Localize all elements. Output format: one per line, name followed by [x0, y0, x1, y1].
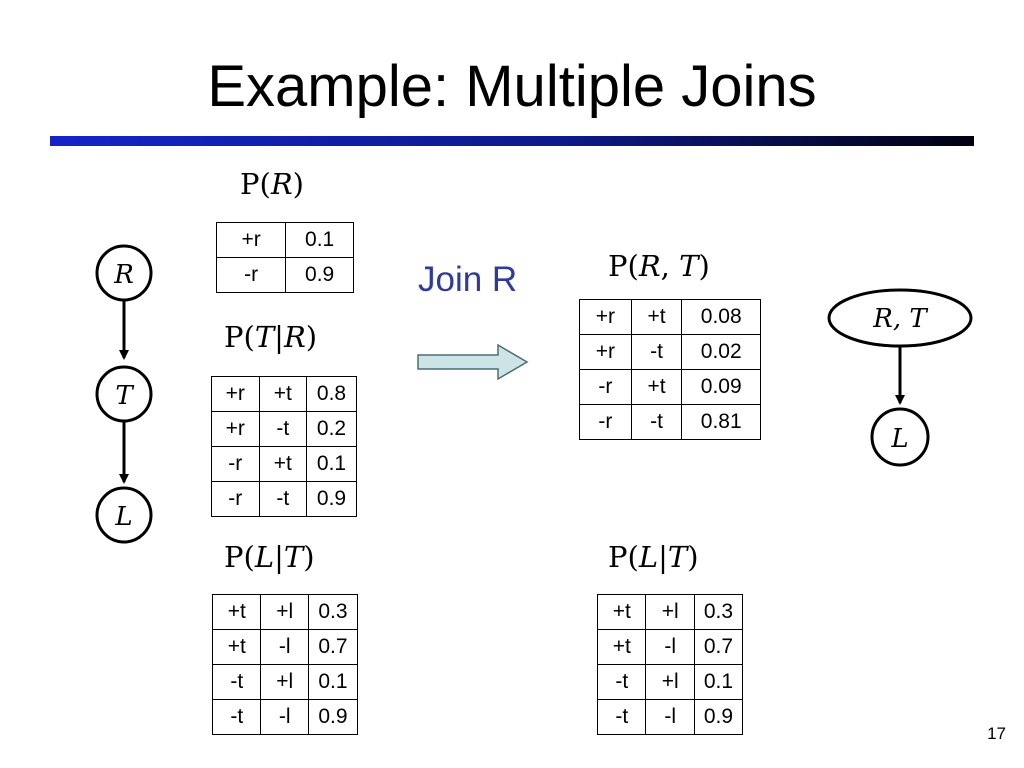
table-cell: -l [645, 629, 695, 665]
right-bayes-net: R, T L [827, 288, 973, 467]
page-number: 17 [987, 724, 1006, 743]
table-cell: -t [211, 664, 262, 700]
table-cell: -t [258, 411, 308, 447]
node-t-label: T [115, 381, 134, 411]
table-cell: 0.8 [306, 376, 357, 412]
table-cell: +t [630, 369, 683, 405]
table-cell: +r [211, 411, 260, 447]
node-r-label: R [113, 260, 134, 290]
table-cell: +t [630, 299, 683, 335]
table-cell: 0.2 [306, 411, 357, 447]
table-cell: +t [258, 376, 308, 412]
table-cell: +l [260, 664, 309, 700]
table-cell: 0.1 [285, 222, 354, 258]
table-cell: +l [645, 594, 695, 630]
table-cell: 0.3 [693, 594, 744, 630]
table-cell: +r [211, 376, 260, 412]
table-cell: +t [596, 594, 647, 630]
table-cell: +l [645, 664, 695, 700]
table-cell: +r [579, 334, 632, 370]
node-l [95, 486, 153, 544]
table-cell: 0.9 [285, 257, 354, 293]
table-cell: +t [211, 629, 262, 665]
table-cell: +t [596, 629, 647, 665]
slide-title: Example: Multiple Joins [207, 54, 817, 119]
table-cell: 0.7 [307, 629, 359, 665]
table-cell: -r [579, 369, 632, 405]
table-cell: 0.3 [307, 594, 359, 630]
table-cell: 0.9 [306, 481, 357, 517]
join-arrow-icon [417, 343, 529, 381]
label-p-l-given-t-left: P(L|T) [224, 540, 315, 574]
table-cell: +r [215, 222, 287, 258]
table-cell: 0.81 [681, 404, 761, 440]
node-l-right [870, 407, 930, 467]
label-p-t-given-r: P(T|R) [224, 320, 318, 354]
table-cell: -t [596, 699, 647, 735]
node-r [95, 244, 153, 302]
node-l-label: L [114, 502, 132, 532]
title-rule [50, 136, 974, 146]
node-t [95, 365, 153, 423]
table-cell: -t [211, 699, 262, 735]
label-p-l-given-t-right: P(L|T) [608, 540, 699, 574]
node-rt-label: R, T [872, 304, 928, 334]
table-cell: 0.02 [681, 334, 761, 370]
table-cell: -t [630, 404, 683, 440]
label-p-rt: P(R, T) [608, 249, 710, 283]
table-cell: 0.9 [693, 699, 744, 735]
node-l-right-label: L [890, 424, 908, 454]
left-bayes-net: R T L [95, 244, 153, 544]
table-cell: -l [260, 699, 309, 735]
table-cell: -r [579, 404, 632, 440]
table-cell: -r [215, 257, 287, 293]
table-cell: -t [596, 664, 647, 700]
table-cell: -l [260, 629, 309, 665]
table-cell: 0.1 [307, 664, 359, 700]
table-cell: 0.1 [693, 664, 744, 700]
table-cell: 0.9 [307, 699, 359, 735]
table-cell: +r [579, 299, 632, 335]
table-cell: 0.08 [681, 299, 761, 335]
table-cell: -r [211, 481, 260, 517]
table-cell: -l [645, 699, 695, 735]
table-cell: -r [211, 446, 260, 482]
table-cell: +t [211, 594, 262, 630]
table-cell: +l [260, 594, 309, 630]
table-cell: -t [258, 481, 308, 517]
label-p-r: P(R) [240, 167, 304, 201]
table-cell: 0.09 [681, 369, 761, 405]
table-cell: +t [258, 446, 308, 482]
table-cell: -t [630, 334, 683, 370]
node-rt [827, 288, 973, 348]
join-label: Join R [418, 260, 518, 299]
table-cell: 0.1 [306, 446, 357, 482]
table-cell: 0.7 [693, 629, 744, 665]
